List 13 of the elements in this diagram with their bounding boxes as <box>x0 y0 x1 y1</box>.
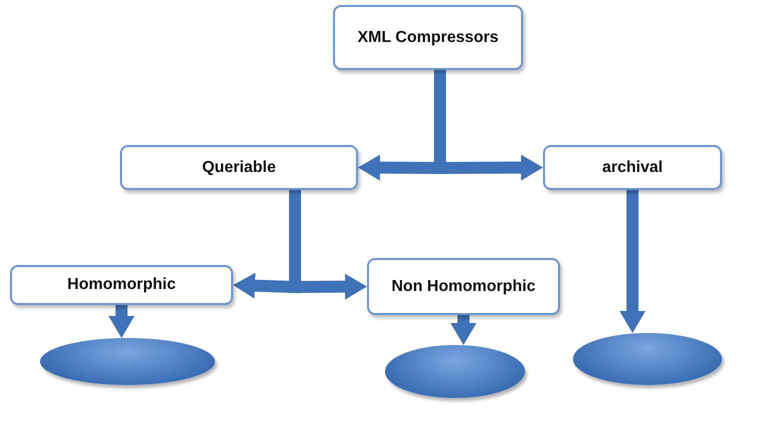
category-box <box>10 265 233 305</box>
category-box <box>120 145 358 190</box>
node-label: Homomorphic <box>67 276 176 294</box>
category-box <box>333 5 523 70</box>
block-arrow <box>450 315 476 345</box>
node-label: Queriable <box>202 158 276 176</box>
block-arrow <box>620 190 646 333</box>
category-box <box>367 258 560 315</box>
category-box <box>543 145 722 190</box>
node-label: Non Homomorphic <box>392 278 536 296</box>
node-label: archival <box>602 158 663 176</box>
node-label: XML Compressors <box>357 28 499 46</box>
block-arrow <box>108 305 134 338</box>
